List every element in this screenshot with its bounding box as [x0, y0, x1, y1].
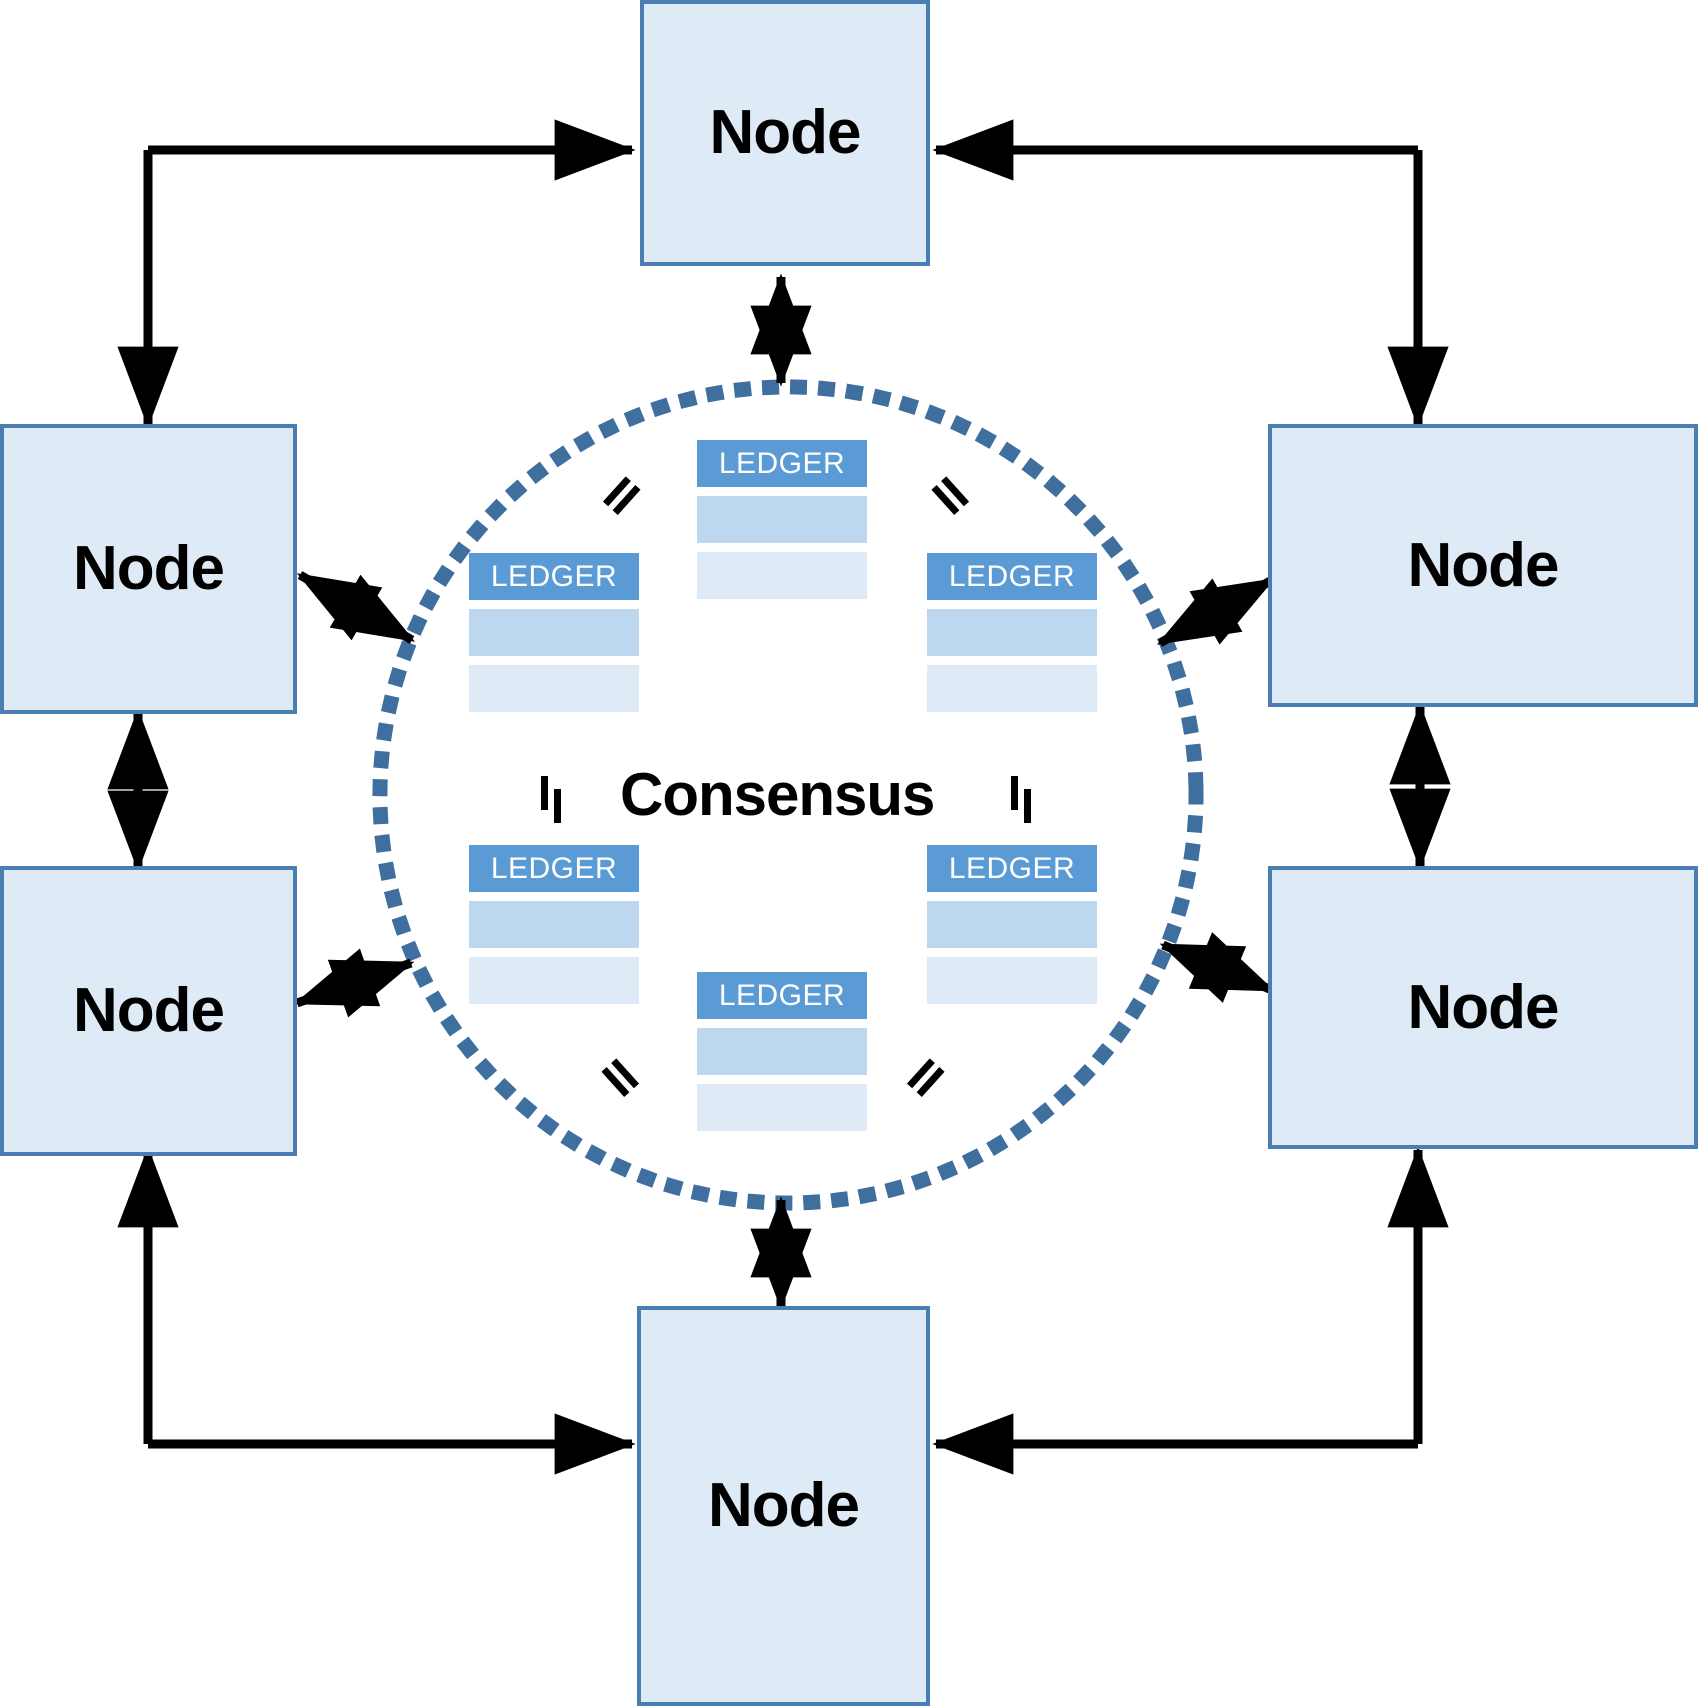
node-label-bottom: Node [708, 1471, 860, 1540]
node-label-right-lower: Node [1407, 972, 1560, 1042]
ledger-row-low-upper-left [469, 665, 639, 712]
node-label-right-upper: Node [1407, 530, 1560, 600]
node-box-right-upper[interactable]: Node [1268, 424, 1698, 707]
ledger-stack-upper-left[interactable]: LEDGER [469, 553, 639, 712]
ledger-row-mid-upper-right [927, 609, 1097, 656]
ledger-stack-lower-right[interactable]: LEDGER [927, 845, 1097, 1004]
node-label-left-lower: Node [73, 976, 225, 1045]
ledger-stack-bottom[interactable]: LEDGER [697, 972, 867, 1131]
ledger-row-low-upper-right [927, 665, 1097, 712]
node-box-right-lower[interactable]: Node [1268, 866, 1698, 1149]
ledger-header-upper-right: LEDGER [927, 553, 1097, 600]
ledger-header-lower-right: LEDGER [927, 845, 1097, 892]
node-box-bottom[interactable]: Node [637, 1306, 930, 1706]
equals-mark-mid-right [1006, 770, 1040, 823]
node-label-top: Node [709, 98, 862, 167]
ledger-header-bottom: LEDGER [697, 972, 867, 1019]
conn-consensus-left-upper [296, 571, 416, 644]
conn-consensus-right-lower [1159, 932, 1276, 1003]
node-box-top[interactable]: Node [640, 0, 930, 266]
ledger-row-mid-lower-left [469, 901, 639, 948]
ledger-row-mid-top [697, 496, 867, 543]
ledger-row-mid-lower-right [927, 901, 1097, 948]
conn-consensus-right-upper [1156, 576, 1276, 647]
ledger-stack-lower-left[interactable]: LEDGER [469, 845, 639, 1004]
consensus-label: Consensus [620, 761, 935, 828]
ledger-header-upper-left: LEDGER [469, 553, 639, 600]
ledger-row-low-bottom [697, 1084, 867, 1131]
ledger-header-top: LEDGER [697, 440, 867, 487]
conn-consensus-left-lower [293, 948, 415, 1018]
ledger-stack-upper-right[interactable]: LEDGER [927, 553, 1097, 712]
node-box-left-lower[interactable]: Node [0, 866, 297, 1156]
node-box-left-upper[interactable]: Node [0, 424, 297, 714]
ledger-row-mid-bottom [697, 1028, 867, 1075]
ledger-header-lower-left: LEDGER [469, 845, 639, 892]
ledger-stack-top[interactable]: LEDGER [697, 440, 867, 599]
ledger-row-low-lower-right [927, 957, 1097, 1004]
ledger-row-low-lower-left [469, 957, 639, 1004]
node-label-left-upper: Node [73, 534, 225, 603]
ledger-row-mid-upper-left [469, 609, 639, 656]
equals-mark-mid-left [536, 770, 570, 823]
ledger-row-low-top [697, 552, 867, 599]
